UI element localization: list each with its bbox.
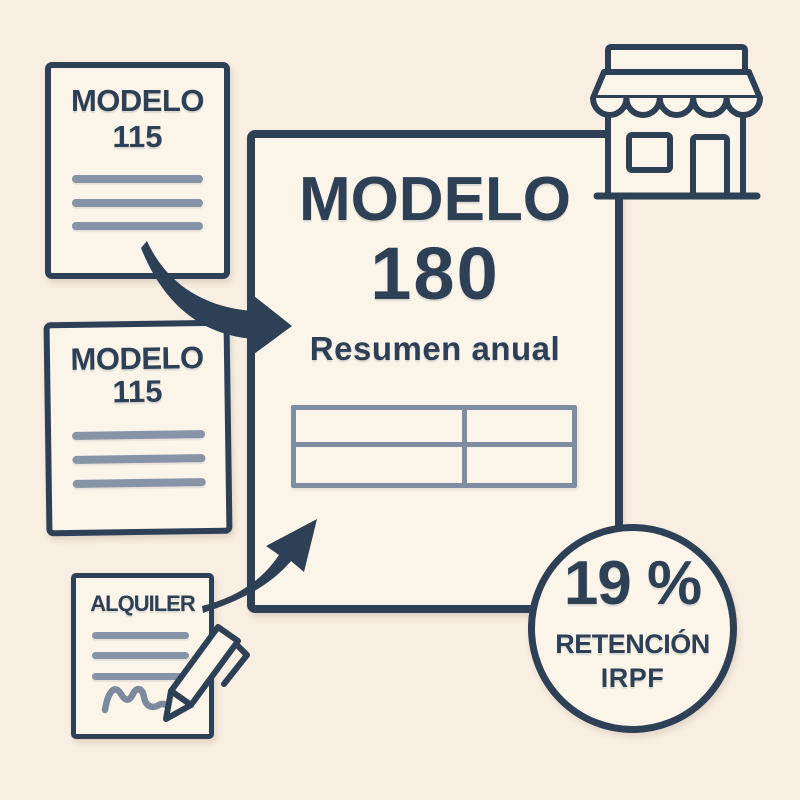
text-line — [72, 199, 203, 207]
summary-table — [291, 405, 577, 488]
text-line — [92, 673, 189, 680]
table-cell — [296, 446, 468, 483]
table-cell — [467, 410, 572, 447]
modelo-115-document-top: MODELO 115 — [45, 62, 230, 279]
modelo-180-number: 180 — [370, 232, 500, 315]
text-line — [72, 175, 203, 183]
modelo-115-number: 115 — [112, 119, 163, 154]
modelo-180-title: MODELO — [298, 165, 572, 234]
pen-clip — [221, 641, 250, 687]
store-awning — [590, 69, 763, 101]
retention-label2: IRPF — [600, 663, 665, 693]
text-line — [72, 222, 203, 230]
rental-contract-document: ALQUILER — [71, 573, 214, 739]
text-line — [92, 632, 189, 639]
store-sign — [605, 44, 748, 75]
text-line — [92, 652, 189, 659]
store-window — [626, 132, 673, 173]
text-line — [72, 430, 206, 440]
modelo-180-document: MODELO 180 Resumen anual — [247, 130, 623, 613]
retention-value: 19 % — [563, 549, 702, 618]
modelo-115-title: MODELO — [70, 83, 205, 118]
store-door — [690, 134, 730, 199]
table-cell — [467, 447, 572, 484]
retention-badge: 19 % RETENCIÓN IRPF — [528, 524, 737, 733]
store-body — [605, 95, 746, 199]
store-awning-scallops — [590, 95, 763, 118]
rental-contract-title: ALQUILER — [90, 591, 195, 616]
table-cell — [296, 410, 468, 447]
modelo-115-number: 115 — [112, 373, 163, 410]
modelo-115-title: MODELO — [70, 340, 204, 377]
retention-label: RETENCIÓN — [555, 629, 710, 659]
text-line — [72, 454, 206, 464]
modelo-180-subtitle: Resumen anual — [309, 330, 561, 367]
text-line — [72, 478, 206, 488]
modelo-115-document-bottom: MODELO 115 — [43, 319, 233, 537]
